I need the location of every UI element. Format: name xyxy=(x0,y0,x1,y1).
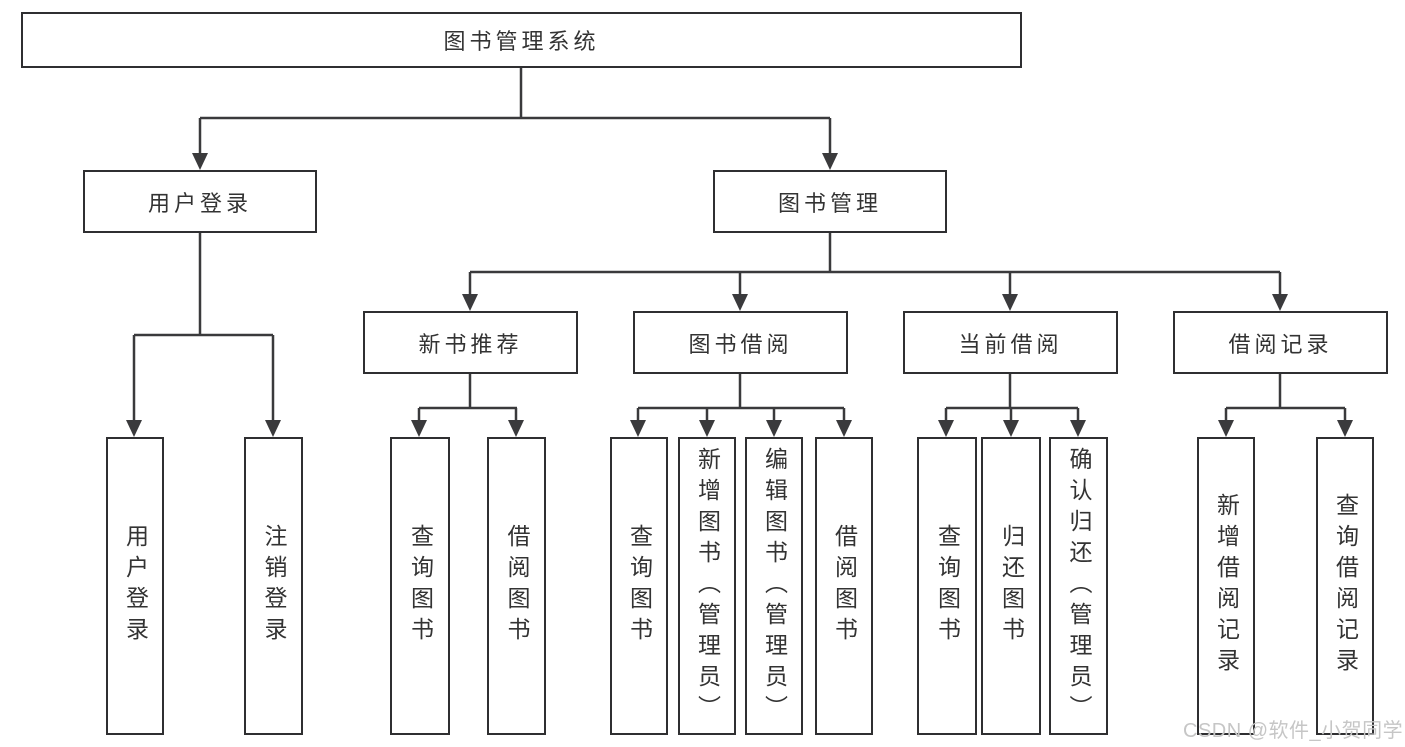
node-label: 查询图书 xyxy=(407,524,434,648)
node-current-borrowing: 当前借阅 xyxy=(903,311,1118,374)
node-label: 新增图书（管理员） xyxy=(694,446,721,726)
node-label: 用户登录 xyxy=(147,190,252,216)
node-label: 图书管理系统 xyxy=(443,29,600,54)
node-add-book-admin: 新增图书（管理员） xyxy=(678,437,736,735)
node-label: 归还图书 xyxy=(998,524,1025,648)
node-label: 编辑图书（管理员） xyxy=(761,446,788,726)
node-book-borrowing: 图书借阅 xyxy=(633,311,848,374)
node-label: 新增借阅记录 xyxy=(1213,493,1240,679)
node-borrow-book-recommend: 借阅图书 xyxy=(487,437,546,735)
node-query-borrow-record: 查询借阅记录 xyxy=(1316,437,1374,735)
node-logout: 注销登录 xyxy=(244,437,303,735)
node-new-book-recommend: 新书推荐 xyxy=(363,311,578,374)
node-book-management: 图书管理 xyxy=(713,170,947,233)
node-label: 注销登录 xyxy=(261,524,287,648)
node-label: 新书推荐 xyxy=(418,331,523,357)
node-label: 查询图书 xyxy=(626,524,653,648)
node-return-book: 归还图书 xyxy=(981,437,1041,735)
node-borrow-records: 借阅记录 xyxy=(1173,311,1388,374)
node-label: 借阅图书 xyxy=(831,524,858,648)
node-edit-book-admin: 编辑图书（管理员） xyxy=(745,437,803,735)
node-label: 当前借阅 xyxy=(958,331,1063,357)
node-query-book-borrowing: 查询图书 xyxy=(610,437,668,735)
node-label: 查询借阅记录 xyxy=(1332,493,1359,679)
node-confirm-return-admin: 确认归还（管理员） xyxy=(1049,437,1108,735)
node-borrow-book-borrowing: 借阅图书 xyxy=(815,437,873,735)
node-label: 图书借阅 xyxy=(688,331,793,357)
csdn-watermark: CSDN @软件_小贺同学 xyxy=(1183,720,1404,742)
node-label: 用户登录 xyxy=(122,524,149,648)
node-user-login: 用户登录 xyxy=(83,170,317,233)
node-label: 图书管理 xyxy=(777,190,882,216)
node-user-login-leaf: 用户登录 xyxy=(106,437,164,735)
node-add-borrow-record: 新增借阅记录 xyxy=(1197,437,1255,735)
node-library-system: 图书管理系统 xyxy=(21,12,1022,68)
node-label: 查询图书 xyxy=(934,524,961,648)
node-query-book-current: 查询图书 xyxy=(917,437,977,735)
node-label: 借阅图书 xyxy=(504,524,530,648)
node-label: 确认归还（管理员） xyxy=(1066,446,1092,726)
node-label: 借阅记录 xyxy=(1228,331,1333,357)
node-query-book-recommend: 查询图书 xyxy=(390,437,450,735)
